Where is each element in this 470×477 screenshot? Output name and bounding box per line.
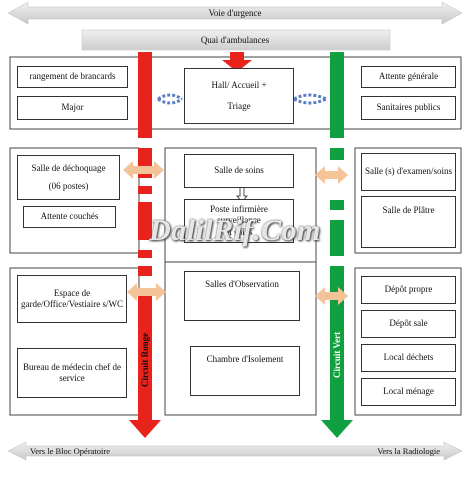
radiologie-label: Vers la Radiologie xyxy=(377,446,440,456)
section-row2-center xyxy=(164,147,317,416)
salles-observation-box: Salles d'Observation xyxy=(184,271,300,321)
depot-propre-box: Dépôt propre xyxy=(361,276,456,304)
local-menage-box: Local ménage xyxy=(361,378,456,406)
circuit-vert-line xyxy=(321,52,353,438)
poste-infirmiere-label-3: et soins xyxy=(225,226,253,237)
poste-infirmiere-box: Poste infirmière surveillance et soins xyxy=(184,199,294,243)
poste-infirmiere-label: Poste infirmière xyxy=(210,204,268,215)
section-row2-right xyxy=(354,147,462,254)
espace-garde-box: Espace de garde/Office/Vestiaire s/WC xyxy=(17,275,127,323)
voie-urgence-label: Voie d'urgence xyxy=(208,8,262,18)
salle-dechoquage-box: Salle de déchoquage (06 postes) xyxy=(17,155,120,200)
attente-couches-label: Attente couchés xyxy=(40,211,99,222)
quai-ambulances-label: Quai d'ambulances xyxy=(200,35,270,45)
bloc-operatoire-label: Vers le Bloc Opératoire xyxy=(30,446,111,456)
poste-infirmiere-label-2: surveillance xyxy=(217,215,261,226)
espace-garde-label: Espace de garde/Office/Vestiaire s/WC xyxy=(20,287,124,309)
depot-propre-label: Dépôt propre xyxy=(384,284,433,295)
depot-sale-label: Dépôt sale xyxy=(389,318,428,329)
local-dechets-label: Local déchets xyxy=(383,352,434,363)
major-label: Major xyxy=(61,102,84,113)
salle-examen-label: Salle (s) d'examen/soins xyxy=(364,166,453,177)
bureau-medecin-label: Bureau de médecin chef de service xyxy=(23,361,121,383)
circuit-rouge-line xyxy=(129,52,161,438)
hall-accueil-label: Hall/ Accueil + xyxy=(211,79,267,90)
sanitaires-publics-label: Sanitaires publics xyxy=(376,102,441,113)
attente-generale-label: Attente générale xyxy=(378,71,439,82)
blue-dotted-arrows xyxy=(157,93,327,105)
entrance-arrow xyxy=(222,52,252,72)
circuit-rouge-label: Circuit Rouge xyxy=(140,332,150,388)
section-row3-right xyxy=(354,267,462,416)
salle-soins-box: Salle de soins xyxy=(184,154,294,188)
salle-dechoquage-label: Salle de déchoquage xyxy=(31,162,106,173)
local-dechets-box: Local déchets xyxy=(361,344,456,372)
sanitaires-publics-box: Sanitaires publics xyxy=(361,96,456,120)
major-box: Major xyxy=(17,96,128,120)
hall-accueil-box: Hall/ Accueil + Triage xyxy=(184,68,294,124)
rangement-brancards-label: rangement de brancards xyxy=(29,71,116,82)
quai-ambulances-bar xyxy=(81,29,391,51)
salle-platre-box: Salle de Plâtre xyxy=(361,196,456,248)
salles-observation-label: Salles d'Observation xyxy=(205,279,279,289)
watermark-text: DalilRif.Com xyxy=(149,214,321,247)
chambre-isolement-label: Chambre d'Isolement xyxy=(206,354,284,364)
depot-sale-box: Dépôt sale xyxy=(361,310,456,338)
salle-examen-box: Salle (s) d'examen/soins xyxy=(361,153,456,191)
postes-label: (06 postes) xyxy=(48,181,89,191)
section-row2-left xyxy=(9,147,140,254)
attente-couches-box: Attente couchés xyxy=(23,206,116,228)
voie-urgence-arrow xyxy=(7,1,463,25)
triage-label: Triage xyxy=(227,101,251,111)
chambre-isolement-box: Chambre d'Isolement xyxy=(190,346,300,396)
salle-soins-label: Salle de soins xyxy=(214,165,264,176)
orange-double-arrows xyxy=(123,161,348,305)
bottom-arrow xyxy=(7,441,463,461)
attente-generale-box: Attente générale xyxy=(361,66,456,88)
local-menage-label: Local ménage xyxy=(383,386,434,397)
rangement-brancards-box: rangement de brancards xyxy=(17,66,128,88)
salle-platre-label: Salle de Plâtre xyxy=(382,205,435,215)
circuit-vert-label: Circuit Vert xyxy=(332,331,342,379)
bureau-medecin-box: Bureau de médecin chef de service xyxy=(17,348,127,398)
